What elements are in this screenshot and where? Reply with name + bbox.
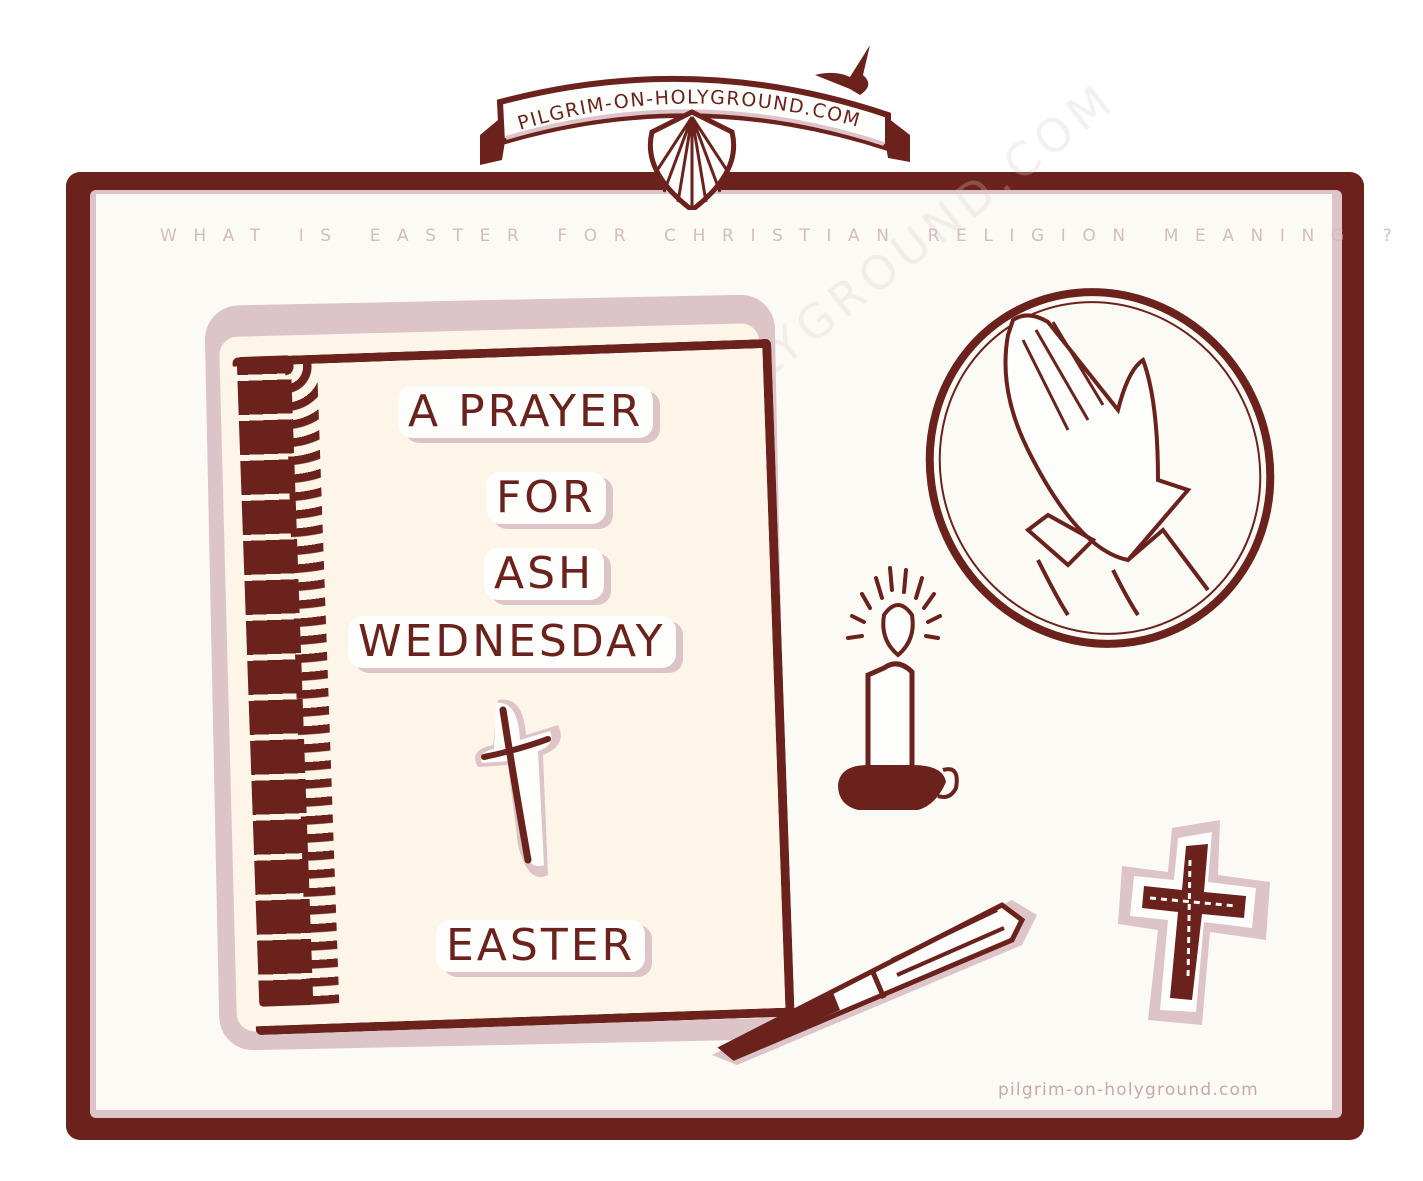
ash-cross-icon xyxy=(475,699,561,877)
site-banner[interactable]: PILGRIM-ON-HOLYGROUND.COM xyxy=(470,40,920,214)
page-subtitle: WHAT IS EASTER FOR CHRISTIAN RELIGION ME… xyxy=(160,226,1409,246)
book-title-line-4: WEDNESDAY xyxy=(348,616,676,668)
candle-icon xyxy=(828,560,968,840)
scallop-shell-icon xyxy=(647,109,737,214)
praying-hands-icon xyxy=(918,280,1278,650)
footer-url[interactable]: pilgrim-on-holyground.com xyxy=(998,1080,1259,1100)
book-title-line-3: ASH xyxy=(484,548,605,600)
book-title-line-1: A PRAYER xyxy=(398,386,654,438)
cross-icon xyxy=(1110,820,1280,1030)
dove-icon xyxy=(815,45,870,95)
pen-icon xyxy=(712,880,1042,1070)
book-footer-label: EASTER xyxy=(436,920,646,972)
book-title-line-2: FOR xyxy=(486,472,606,524)
